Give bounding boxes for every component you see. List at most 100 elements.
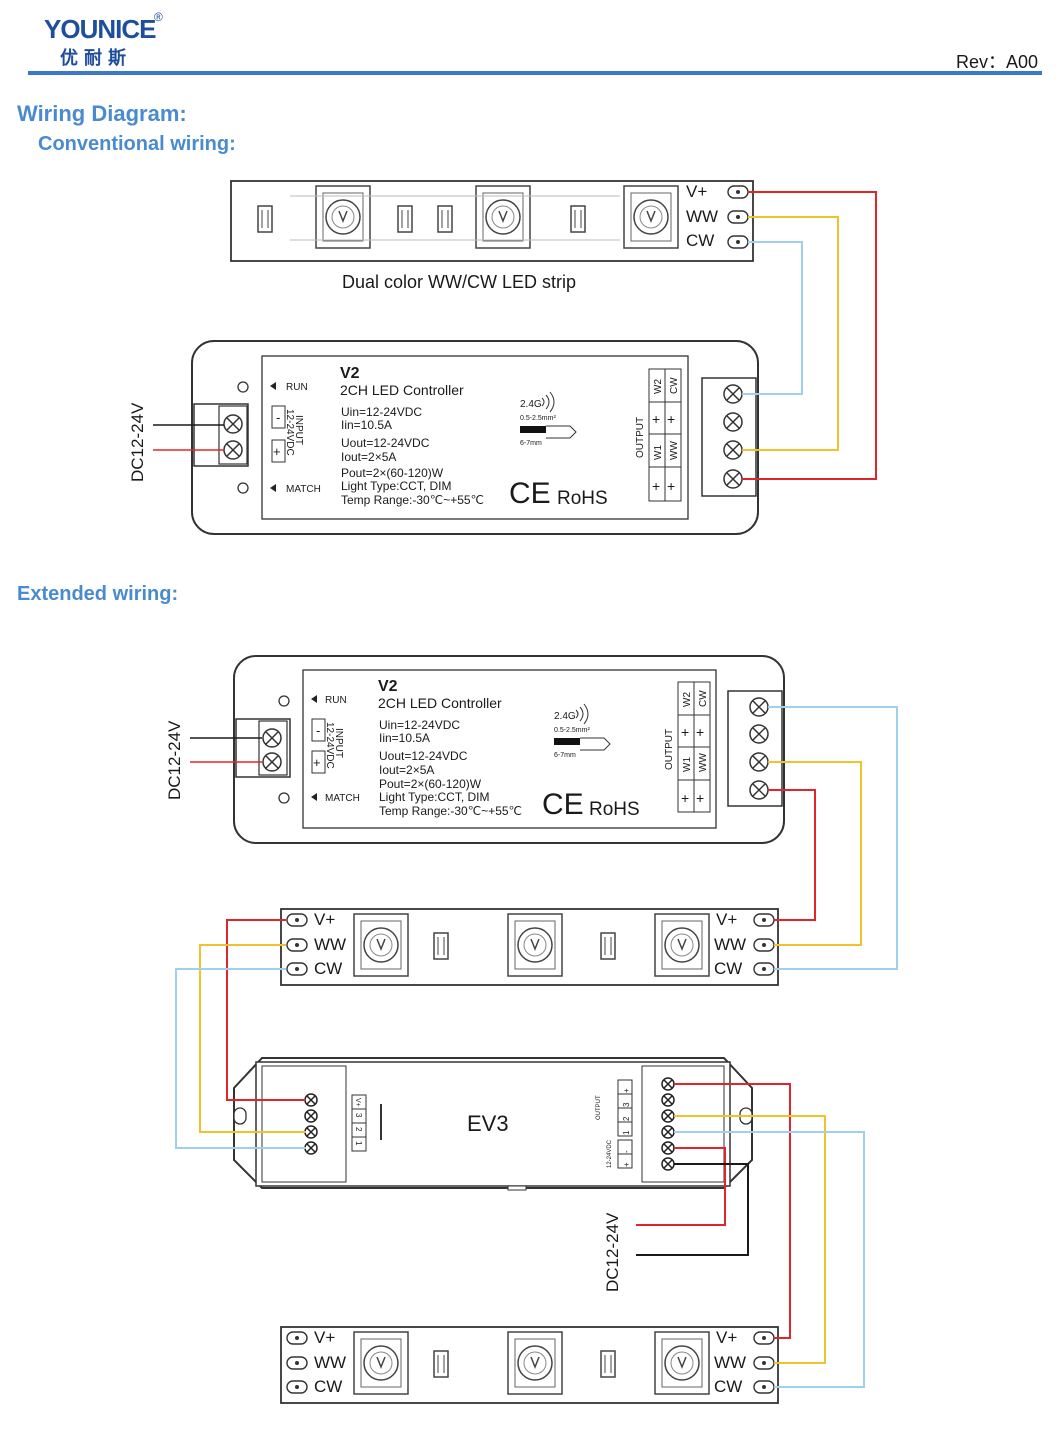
out-plus-1: + xyxy=(652,411,660,427)
spec-light-type-2: Light Type:CCT, DIM xyxy=(379,790,489,804)
strip3-left-cw: CW xyxy=(314,1377,342,1396)
input-voltage-label: 12-24VDC xyxy=(284,409,295,456)
power-label-2: DC12-24V xyxy=(165,720,184,800)
spec-iin-2: Iin=10.5A xyxy=(379,731,430,745)
input-minus-2: - xyxy=(316,723,320,738)
controller-v2-conventional: RUN MATCH - + INPUT 12-24VDC V2 2CH LED … xyxy=(191,340,759,535)
strip3-left-ww: WW xyxy=(314,1353,346,1372)
ev3-in-vplus: V+ xyxy=(354,1098,361,1107)
spec-iout-2: Iout=2×5A xyxy=(379,763,434,777)
strip1-cw-label: CW xyxy=(686,231,714,250)
strip2-right-cw: CW xyxy=(714,959,742,978)
rohs-mark: RoHS xyxy=(557,488,608,509)
extended-wiring-heading: Extended wiring: xyxy=(17,583,179,605)
out-ww-label: WW xyxy=(669,441,680,460)
out-plus-6: + xyxy=(696,724,704,740)
spec-light-type: Light Type:CCT, DIM xyxy=(341,479,451,493)
conventional-led-strip: V+ WW CW xyxy=(230,180,754,262)
ev3-out-plus: + xyxy=(622,1088,631,1093)
freq-label-2: 2.4G xyxy=(554,711,576,722)
logo-chinese-text: 优耐斯 xyxy=(60,48,132,69)
ev3-model: EV3 xyxy=(467,1111,509,1136)
power-label-3: DC12-24V xyxy=(603,1212,622,1292)
ev3-out-1: 1 xyxy=(622,1130,631,1135)
company-logo: YOUNICE ® 优耐斯 xyxy=(44,10,174,69)
spec-uin-2: Uin=12-24VDC xyxy=(379,718,460,732)
run-label: RUN xyxy=(286,382,308,393)
out-w2-label-2: W2 xyxy=(682,692,693,707)
ev3-in-1: 1 xyxy=(354,1141,363,1146)
header-divider xyxy=(28,71,1042,75)
spec-uout-2: Uout=12-24VDC xyxy=(379,749,468,763)
spec-pout-2: Pout=2×(60-120)W xyxy=(379,777,482,791)
out-w1-label: W1 xyxy=(653,445,664,460)
strip2-left-vplus: V+ xyxy=(314,910,335,929)
strip2-left-ww: WW xyxy=(314,935,346,954)
run-label-2: RUN xyxy=(325,695,347,706)
spec-temp-range-2: Temp Range:-30℃~+55℃ xyxy=(379,804,522,818)
strip2-left-cw: CW xyxy=(314,959,342,978)
logo-text: YOUNICE xyxy=(44,14,156,44)
out-plus-3: + xyxy=(652,478,660,494)
out-ww-label-2: WW xyxy=(698,753,709,772)
controller-name-2: 2CH LED Controller xyxy=(378,695,502,711)
strip2-right-vplus: V+ xyxy=(716,910,737,929)
output-label-2: OUTPUT xyxy=(664,729,675,770)
strip3-right-vplus: V+ xyxy=(716,1328,737,1347)
out-w1-label-2: W1 xyxy=(682,757,693,772)
revision-label: Rev：A00 xyxy=(955,52,1038,72)
ev3-input-label: 12-24VDC xyxy=(607,1139,613,1168)
strip3-right-ww: WW xyxy=(714,1353,746,1372)
out-plus-8: + xyxy=(696,790,704,806)
spec-pout: Pout=2×(60-120)W xyxy=(341,466,444,480)
extended-led-strip-1: V+ WW CW V+ WW CW xyxy=(280,908,779,986)
input-plus: + xyxy=(273,444,281,459)
out-plus-4: + xyxy=(667,478,675,494)
strip1-vplus-label: V+ xyxy=(686,182,707,201)
strip1-ww-label: WW xyxy=(686,207,718,226)
rohs-mark-2: RoHS xyxy=(589,799,640,820)
ev3-out-3: 3 xyxy=(622,1102,631,1107)
wire-gauge-label-2: 0.5-2.5mm² xyxy=(554,727,590,734)
power-label-1: DC12-24V xyxy=(128,402,147,482)
out-plus-5: + xyxy=(681,724,689,740)
input-label-2: INPUT xyxy=(333,728,344,758)
ev3-in-3: 3 xyxy=(354,1113,363,1118)
out-cw-label-2: CW xyxy=(698,690,709,707)
spec-iin: Iin=10.5A xyxy=(341,418,392,432)
ev3-pwr-minus: - xyxy=(622,1150,631,1153)
ev3-out-2: 2 xyxy=(622,1116,631,1121)
freq-label: 2.4G xyxy=(520,399,542,410)
controller-name: 2CH LED Controller xyxy=(340,382,464,398)
ev3-in-2: 2 xyxy=(354,1127,363,1132)
out-cw-label: CW xyxy=(669,377,680,394)
strip3-left-vplus: V+ xyxy=(314,1328,335,1347)
strip-length-label: 6-7mm xyxy=(520,440,542,447)
controller-model-2: V2 xyxy=(378,678,398,695)
input-label: INPUT xyxy=(293,415,304,445)
spec-temp-range: Temp Range:-30℃~+55℃ xyxy=(341,493,484,507)
spec-uout: Uout=12-24VDC xyxy=(341,436,430,450)
out-plus-2: + xyxy=(667,411,675,427)
spec-iout: Iout=2×5A xyxy=(341,450,396,464)
wiring-diagram-heading: Wiring Diagram: xyxy=(17,101,187,126)
controller-v2-extended: RUN MATCH - + INPUT 12-24VDC V2 2CH LED … xyxy=(233,655,785,844)
output-label: OUTPUT xyxy=(635,417,646,458)
controller-model: V2 xyxy=(340,365,360,382)
strip-caption: Dual color WW/CW LED strip xyxy=(342,272,576,292)
out-w2-label: W2 xyxy=(653,379,664,394)
spec-uin: Uin=12-24VDC xyxy=(341,405,422,419)
input-minus: - xyxy=(276,410,280,425)
wire-gauge-label: 0.5-2.5mm² xyxy=(520,415,556,422)
strip3-right-cw: CW xyxy=(714,1377,742,1396)
strip-length-label-2: 6-7mm xyxy=(554,752,576,759)
conventional-wiring-heading: Conventional wiring: xyxy=(38,133,236,155)
match-label-2: MATCH xyxy=(325,793,360,804)
strip2-right-ww: WW xyxy=(714,935,746,954)
extended-led-strip-2: V+ WW CW V+ WW CW xyxy=(280,1326,779,1404)
ce-mark: CE xyxy=(509,477,551,510)
ev3-output-label: OUTPUT xyxy=(596,1095,602,1120)
out-plus-7: + xyxy=(681,790,689,806)
input-voltage-label-2: 12-24VDC xyxy=(324,722,335,769)
